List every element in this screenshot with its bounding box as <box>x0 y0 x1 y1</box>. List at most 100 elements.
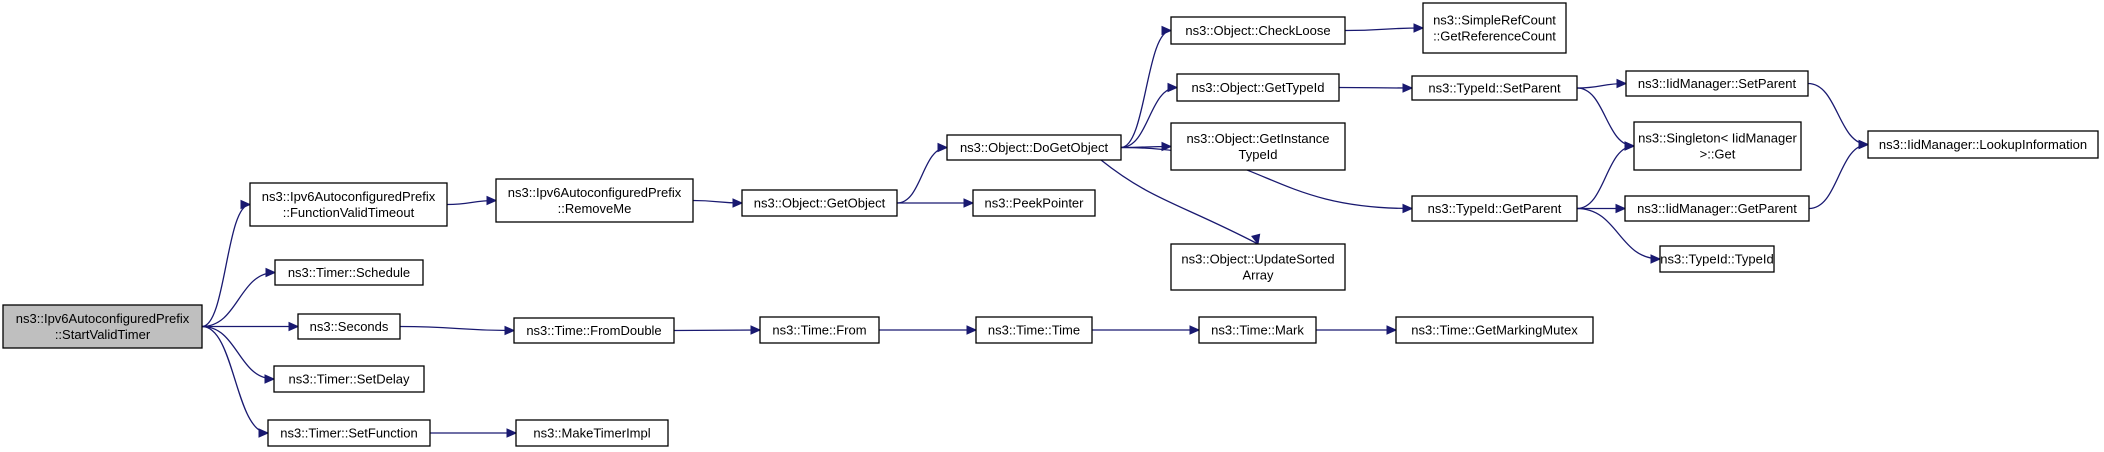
edge-object-get-type-id-to-type-id-set-parent <box>1338 83 1414 93</box>
edge-remove-me-to-object-get-object <box>692 198 744 208</box>
node-label: TypeId <box>1238 147 1277 162</box>
node-singleton-get[interactable]: ns3::Singleton< IidManager >::Get <box>1633 121 1802 171</box>
node-box <box>2 304 203 349</box>
node-label: ns3::Timer::Schedule <box>288 265 410 280</box>
node-box <box>759 316 880 344</box>
node-timer-set-function[interactable]: ns3::Timer::SetFunction <box>267 419 431 447</box>
node-label: ns3::Timer::SetDelay <box>289 372 410 387</box>
node-label: ns3::Ipv6AutoconfiguredPrefix <box>508 185 682 200</box>
edge-timer-set-function-to-make-timer-impl <box>429 428 518 438</box>
edge-type-id-set-parent-to-singleton-get <box>1576 87 1636 151</box>
node-remove-me[interactable]: ns3::Ipv6AutoconfiguredPrefix::RemoveMe <box>495 178 694 223</box>
node-object-get-type-id[interactable]: ns3::Object::GetTypeId <box>1176 73 1340 102</box>
edge-iid-manager-set-parent-to-iid-manager-lookup-information <box>1807 82 1870 150</box>
node-label: ::RemoveMe <box>558 201 632 216</box>
node-iid-manager-lookup-information[interactable]: ns3::IidManager::LookupInformation <box>1867 130 2099 159</box>
node-time-time[interactable]: ns3::Time::Time <box>975 316 1093 344</box>
edge-start-valid-timer-to-timer-set-function <box>201 325 270 438</box>
node-label: ns3::Singleton< IidManager <box>1638 131 1797 146</box>
node-label: ns3::IidManager::LookupInformation <box>1879 137 2087 152</box>
node-label: >::Get <box>1700 147 1736 162</box>
node-label: ns3::Seconds <box>310 319 389 334</box>
node-box <box>1176 73 1340 102</box>
node-box <box>297 313 401 340</box>
node-box <box>267 419 431 447</box>
edge-start-valid-timer-to-seconds <box>202 321 300 332</box>
node-simple-ref-count[interactable]: ns3::SimpleRefCount::GetReferenceCount <box>1422 2 1567 54</box>
node-box <box>274 259 424 286</box>
edges-layer <box>201 23 1870 438</box>
node-box <box>1395 316 1594 344</box>
node-object-do-get-object[interactable]: ns3::Object::DoGetObject <box>946 134 1122 161</box>
node-label: ns3::Ipv6AutoconfiguredPrefix <box>16 311 190 326</box>
edge-type-id-get-parent-to-singleton-get <box>1576 141 1636 210</box>
node-label: ns3::TypeId::TypeId <box>1660 252 1773 267</box>
node-timer-set-delay[interactable]: ns3::Timer::SetDelay <box>273 365 425 393</box>
edge-object-do-get-object-to-object-get-type-id <box>1120 82 1179 149</box>
node-label: ns3::Time::Time <box>988 323 1080 338</box>
node-label: ns3::Object::GetInstance <box>1186 131 1329 146</box>
edge-time-from-double-to-time-from <box>673 325 762 335</box>
node-iid-manager-set-parent[interactable]: ns3::IidManager::SetParent <box>1625 70 1809 97</box>
edge-time-mark-to-time-get-marking-mutex <box>1316 325 1398 335</box>
node-function-valid-timeout[interactable]: ns3::Ipv6AutoconfiguredPrefix::FunctionV… <box>249 182 448 227</box>
node-time-from[interactable]: ns3::Time::From <box>759 316 880 344</box>
node-start-valid-timer[interactable]: ns3::Ipv6AutoconfiguredPrefix::StartVali… <box>2 304 203 349</box>
edge-start-valid-timer-to-function-valid-timeout <box>201 199 252 328</box>
node-make-timer-impl[interactable]: ns3::MakeTimerImpl <box>515 419 669 447</box>
node-box <box>1624 195 1810 222</box>
node-label: ::FunctionValidTimeout <box>283 205 415 220</box>
node-label: ns3::Object::DoGetObject <box>960 140 1109 155</box>
node-box <box>1170 122 1346 171</box>
node-type-id-set-parent[interactable]: ns3::TypeId::SetParent <box>1411 75 1578 101</box>
node-label: ns3::TypeId::GetParent <box>1428 201 1562 216</box>
node-box <box>1170 243 1346 291</box>
node-label: ns3::Object::CheckLoose <box>1185 23 1330 38</box>
node-label: ::StartValidTimer <box>55 327 151 342</box>
node-timer-schedule[interactable]: ns3::Timer::Schedule <box>274 259 424 286</box>
edge-time-time-to-time-mark <box>1092 325 1201 335</box>
node-box <box>1170 16 1346 45</box>
node-time-get-marking-mutex[interactable]: ns3::Time::GetMarkingMutex <box>1395 316 1594 344</box>
node-label: ns3::Timer::SetFunction <box>280 426 418 441</box>
node-label: Array <box>1242 268 1274 283</box>
node-box <box>972 189 1096 217</box>
edge-object-check-loose-to-simple-ref-count <box>1344 23 1425 33</box>
node-box <box>495 178 694 223</box>
node-label: ns3::Object::GetTypeId <box>1192 80 1325 95</box>
node-label: ns3::Time::GetMarkingMutex <box>1411 323 1578 338</box>
node-object-check-loose[interactable]: ns3::Object::CheckLoose <box>1170 16 1346 45</box>
node-box <box>513 317 675 344</box>
node-time-mark[interactable]: ns3::Time::Mark <box>1198 316 1317 344</box>
node-label: ns3::Object::UpdateSorted <box>1181 252 1334 267</box>
edge-object-get-object-to-peek-pointer <box>897 198 975 208</box>
edge-type-id-get-parent-to-type-id-type-id <box>1576 207 1662 264</box>
node-label: ns3::IidManager::GetParent <box>1637 201 1797 216</box>
node-object-get-object[interactable]: ns3::Object::GetObject <box>741 189 898 217</box>
node-label: ::GetReferenceCount <box>1433 29 1556 44</box>
edge-time-from-to-time-time <box>879 325 978 335</box>
node-box <box>975 316 1093 344</box>
node-type-id-type-id[interactable]: ns3::TypeId::TypeId <box>1659 245 1775 273</box>
node-box <box>1633 121 1802 171</box>
node-label: ns3::MakeTimerImpl <box>533 426 650 441</box>
node-type-id-get-parent[interactable]: ns3::TypeId::GetParent <box>1411 195 1578 222</box>
edge-object-do-get-object-to-object-check-loose <box>1120 25 1173 149</box>
node-seconds[interactable]: ns3::Seconds <box>297 313 401 340</box>
node-label: ns3::PeekPointer <box>984 196 1084 211</box>
node-box <box>249 182 448 227</box>
node-label: ns3::IidManager::SetParent <box>1638 76 1797 91</box>
node-box <box>273 365 425 393</box>
node-time-from-double[interactable]: ns3::Time::FromDouble <box>513 317 675 344</box>
node-box <box>1422 2 1567 54</box>
node-box <box>1625 70 1809 97</box>
node-iid-manager-get-parent[interactable]: ns3::IidManager::GetParent <box>1624 195 1810 222</box>
edge-function-valid-timeout-to-remove-me <box>446 195 498 206</box>
node-peek-pointer[interactable]: ns3::PeekPointer <box>972 189 1096 217</box>
node-box <box>1411 195 1578 222</box>
node-label: ns3::Ipv6AutoconfiguredPrefix <box>262 189 436 204</box>
